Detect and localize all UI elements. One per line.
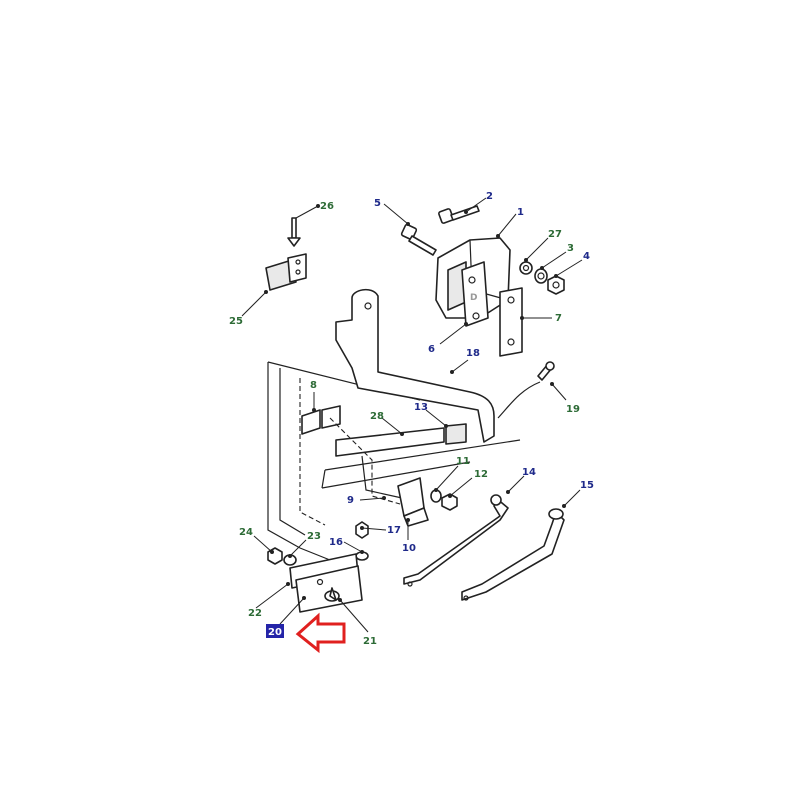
part-14-strap xyxy=(403,494,509,587)
part-8-clip xyxy=(301,405,401,505)
callout-12: 12 xyxy=(474,469,488,480)
part-4-nut xyxy=(547,275,565,295)
part-15-strap xyxy=(461,508,565,601)
callout-28: 28 xyxy=(370,411,384,422)
part-21-bolt xyxy=(324,587,340,602)
callout-2: 2 xyxy=(486,191,493,202)
callout-14: 14 xyxy=(522,467,536,478)
callout-24: 24 xyxy=(239,527,253,538)
callout-19: 19 xyxy=(566,404,580,415)
leader-dots xyxy=(264,204,566,602)
callout-27: 27 xyxy=(548,229,562,240)
callout-21: 21 xyxy=(363,636,377,647)
part-19-screw xyxy=(497,361,555,419)
part-27-washer xyxy=(519,261,533,275)
part-26-pin xyxy=(287,217,301,247)
callout-23: 23 xyxy=(307,531,321,542)
callout-16: 16 xyxy=(329,537,343,548)
callout-15: 15 xyxy=(580,480,594,491)
callout-5: 5 xyxy=(374,198,381,209)
left-arrow-icon xyxy=(295,612,346,654)
part-6-plate: D xyxy=(461,261,489,327)
callout-25: 25 xyxy=(229,316,243,327)
part-28-rod xyxy=(335,427,445,457)
callout-6: 6 xyxy=(428,344,435,355)
highlighted-callout-20[interactable]: 20 xyxy=(266,624,284,638)
part-20-plate xyxy=(295,565,363,613)
callout-20: 20 xyxy=(268,627,282,638)
door-frame xyxy=(267,361,521,561)
svg-text:D: D xyxy=(470,293,477,303)
leader-lines xyxy=(241,197,583,633)
callout-18: 18 xyxy=(466,348,480,359)
callout-22: 22 xyxy=(248,608,262,619)
callout-10: 10 xyxy=(402,543,416,554)
callout-3: 3 xyxy=(567,243,574,254)
part-9-rod xyxy=(361,455,403,499)
part-7-strip xyxy=(499,287,523,357)
callout-26: 26 xyxy=(320,201,334,212)
callout-8: 8 xyxy=(310,380,317,391)
callout-11: 11 xyxy=(456,456,470,467)
callout-labels: 26 25 5 2 1 27 3 4 6 7 18 8 28 13 19 9 1… xyxy=(229,191,594,647)
part-13-block xyxy=(445,423,467,445)
callout-7: 7 xyxy=(555,313,562,324)
part-25-bracket xyxy=(265,253,307,291)
part-2-bolt xyxy=(438,205,480,224)
part-10-bracket xyxy=(397,477,429,527)
callout-4: 4 xyxy=(583,251,590,262)
part-3-washer xyxy=(534,268,548,284)
callout-9: 9 xyxy=(347,495,354,506)
callout-13: 13 xyxy=(414,402,428,413)
part-5-bolt xyxy=(400,223,437,256)
callout-1: 1 xyxy=(517,207,524,218)
part-18-arm xyxy=(335,288,495,443)
callout-17: 17 xyxy=(387,525,401,536)
